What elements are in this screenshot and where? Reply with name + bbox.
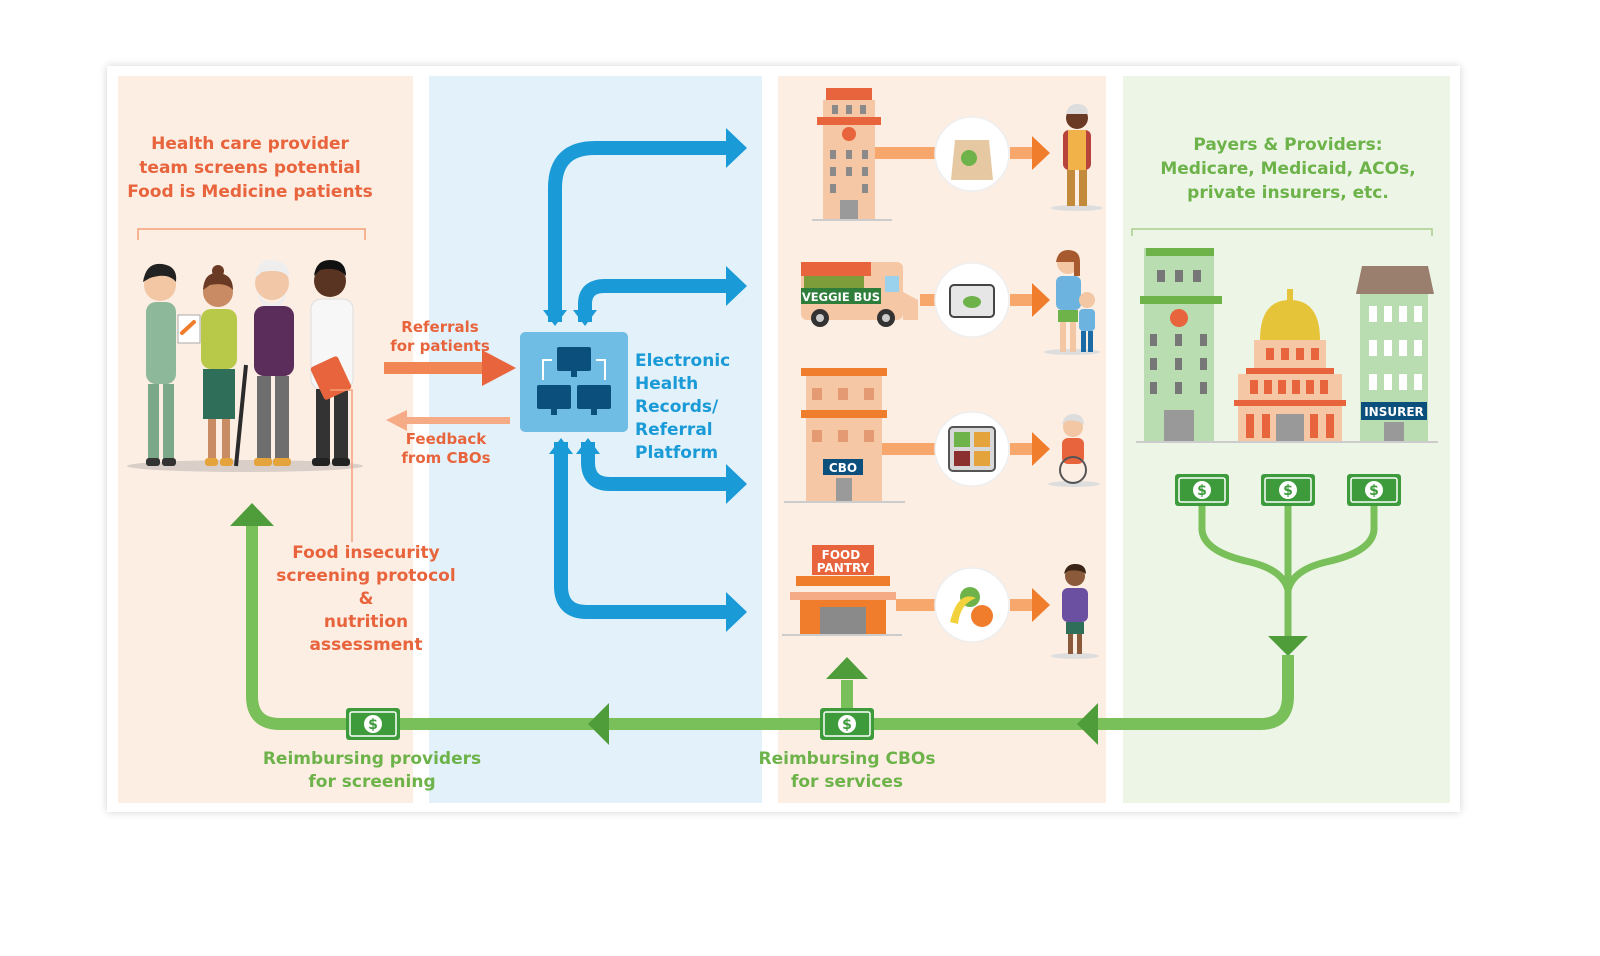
money-merge-lines — [1198, 505, 1378, 640]
dollar-symbol: $ — [1283, 483, 1293, 499]
screening-connector — [330, 389, 353, 542]
doctor-figure — [310, 260, 354, 466]
money-bill-icons: $ $ $ $ $ — [368, 483, 1379, 733]
payers-title: Payers & Providers: Medicare, Medicaid, … — [1160, 135, 1416, 203]
cbo-sign: CBO — [829, 461, 857, 475]
food-pantry: FOOD PANTRY — [782, 545, 902, 636]
service-flows — [875, 116, 1050, 643]
reimbursement-arrowheads — [230, 503, 1098, 745]
service-recipients — [1044, 104, 1103, 659]
reimburse-providers-label: Reimbursing providers for screening — [262, 749, 482, 792]
insurer-sign: INSURER — [1364, 405, 1424, 419]
payer-buildings: INSURER — [1136, 248, 1438, 443]
providers-bracket — [137, 228, 366, 240]
screening-label: Food insecurity screening protocol & nut… — [276, 543, 456, 655]
reimburse-cbos-label: Reimbursing CBOs for services — [758, 749, 936, 792]
veggie-bus-sign: VEGGIE BUS — [802, 290, 880, 304]
food-pantry-sign: FOOD PANTRY — [817, 548, 870, 575]
platform-icon — [520, 332, 628, 432]
providers-people — [127, 259, 363, 472]
platform-panel — [429, 76, 762, 803]
payers-bracket — [1131, 228, 1433, 236]
cbo-building: CBO — [784, 368, 905, 503]
dollar-symbol: $ — [368, 717, 378, 733]
veggie-bus: VEGGIE BUS — [801, 262, 918, 327]
referrals-label: Referrals for patients — [390, 318, 490, 355]
referrals-arrow — [384, 350, 516, 386]
feedback-label: Feedback from CBOs — [401, 430, 491, 467]
dollar-symbol: $ — [1197, 483, 1207, 499]
routing-arrowheads — [543, 128, 747, 632]
hospital-building — [812, 88, 892, 221]
nurse-figure — [143, 263, 201, 466]
platform-label: Electronic Health Records/ Referral Plat… — [635, 351, 731, 463]
providers-title: Health care provider team screens potent… — [127, 134, 373, 202]
routing-arrows — [548, 141, 728, 619]
food-pantry-sign-line-2: PANTRY — [817, 561, 870, 575]
food-pantry-sign-line-1: FOOD — [822, 548, 861, 562]
money-down-arrowhead — [1268, 636, 1308, 656]
dollar-symbol: $ — [1369, 483, 1379, 499]
feedback-arrow — [386, 410, 510, 431]
woman-figure — [201, 265, 237, 466]
elderly-man-figure — [234, 259, 294, 467]
dollar-symbol: $ — [842, 717, 852, 733]
